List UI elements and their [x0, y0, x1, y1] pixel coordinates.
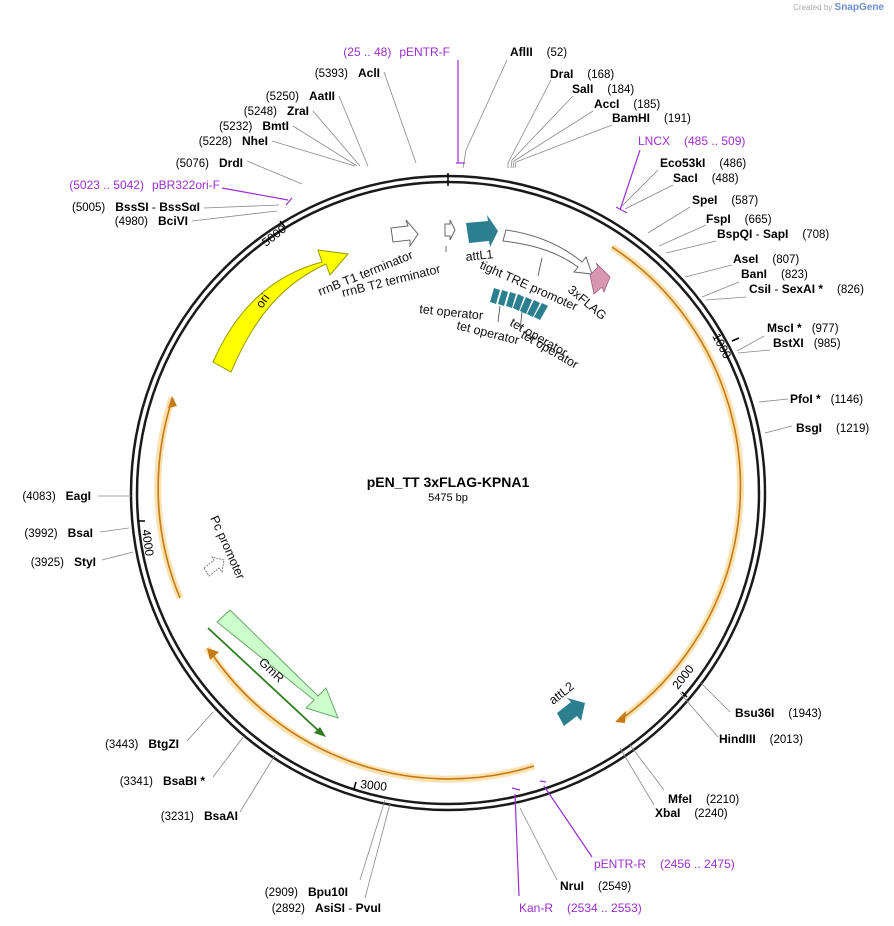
site-bsabi: (3341)BsaBI * — [120, 774, 206, 788]
site-btgzi: (3443)BtgZI — [105, 737, 179, 751]
site-saci: SacI(488) — [673, 171, 739, 185]
site-acli: (5393)AclI — [315, 66, 380, 80]
flag-arrow — [589, 262, 611, 295]
plasmid-length: 5475 bp — [428, 492, 468, 504]
site-bspqi-sapi: BspQI - SapI(708) — [717, 227, 829, 241]
site-aatii: (5250)AatII — [266, 89, 335, 103]
tick-3000: 3000 — [360, 777, 388, 794]
site-bsaai: (3231)BsaAI — [161, 809, 238, 823]
site-leaders — [98, 59, 793, 899]
site-eagi: (4083)EagI — [22, 489, 91, 503]
site-bstxi: BstXI(985) — [773, 336, 841, 350]
site-sali: SalI(184) — [572, 82, 634, 96]
plasmid-name: pEN_TT 3xFLAG-KPNA1 — [367, 474, 530, 490]
feature-leaders — [445, 246, 543, 331]
site-styi: (3925)StyI — [31, 555, 96, 569]
primer-kan-r: Kan-R(2534 .. 2553) — [519, 901, 642, 915]
site-drai: DraI(168) — [550, 67, 614, 81]
attl1-arrow — [466, 215, 498, 247]
scale-ticks — [138, 173, 740, 790]
primer-lncx: LNCX(485 .. 509) — [638, 134, 745, 148]
site-aflii: AflII(52) — [510, 45, 567, 59]
site-xbai: XbaI(2240) — [655, 806, 728, 820]
gmr-orf-line — [207, 627, 323, 735]
site-msci: MscI *(977) — [767, 321, 839, 335]
site-csii-sexai: CsiI - SexAI *(826) — [749, 282, 864, 296]
site-asisi-pvui: (2892)AsiSI - PvuI — [272, 901, 381, 915]
attl2-arrow — [557, 698, 585, 726]
site-mfei: MfeI(2210) — [668, 792, 739, 806]
site-hindiii: HindIII(2013) — [719, 732, 803, 746]
site-bani: BanI(823) — [741, 267, 808, 281]
site-pfoi: PfoI *(1146) — [790, 392, 863, 406]
snapgene-credit: Created by SnapGene — [793, 2, 884, 13]
primer-pbr322ori-f: (5023 .. 5042)pBR322ori-F — [69, 178, 220, 192]
ori-arrow — [212, 249, 349, 373]
site-bpu10i: (2909)Bpu10I — [265, 885, 348, 899]
gmr-label: GmR — [256, 655, 287, 685]
tet-operator-label-4: tet operator — [519, 327, 581, 371]
site-bsu36i: Bsu36I(1943) — [735, 706, 822, 720]
tet-operator-label-1: tet operator — [419, 302, 484, 323]
site-bmti: (5232)BmtI — [219, 119, 289, 133]
site-asei: AseI(807) — [733, 252, 799, 266]
tick-4000: 4000 — [139, 528, 157, 557]
site-bsai: (3992)BsaI — [24, 526, 93, 540]
orf-small — [157, 399, 181, 599]
attl1-label: attL1 — [465, 247, 494, 264]
primer-pentr-r: pENTR-R(2456 .. 2475) — [594, 857, 735, 871]
orf-kpna1 — [611, 246, 742, 721]
site-fspi: FspI(665) — [706, 212, 772, 226]
orf-lines — [157, 246, 742, 780]
orf-kpna1-head — [615, 711, 626, 723]
site-bsssi: (5005)BssSI - BssSαI — [72, 200, 200, 214]
rrnb-t2-terminator — [444, 219, 456, 241]
primer-pentr-f: (25 .. 48)pENTR-F — [343, 45, 450, 59]
site-zrai: (5248)ZraI — [244, 104, 309, 118]
site-bamhi: BamHI(191) — [612, 111, 691, 125]
site-nrui: NruI(2549) — [560, 879, 631, 893]
site-bsgi: BsgI(1219) — [796, 421, 869, 435]
site-drdi: (5076)DrdI — [176, 156, 243, 170]
tight-tre-promoter — [502, 229, 593, 275]
orf-gmr-long-head — [207, 648, 219, 660]
gmr-orf-head — [314, 727, 326, 737]
rrnb-t1-terminator — [390, 219, 419, 248]
site-spei: SpeI(587) — [692, 193, 758, 207]
ori-label: ori — [253, 291, 272, 310]
orf-gmr-long — [209, 650, 535, 780]
gmr-arrow — [216, 609, 339, 719]
site-eco53ki: Eco53kI(486) — [660, 156, 746, 170]
site-nhei: (5228)NheI — [199, 134, 268, 148]
site-bcivi: (4980)BciVI — [115, 214, 188, 228]
orf-small-head — [168, 396, 177, 408]
primer-leaders — [221, 60, 641, 897]
pc-promoter — [203, 556, 225, 577]
site-acci: AccI(185) — [594, 97, 660, 111]
tet-operator-blocks — [490, 288, 548, 320]
